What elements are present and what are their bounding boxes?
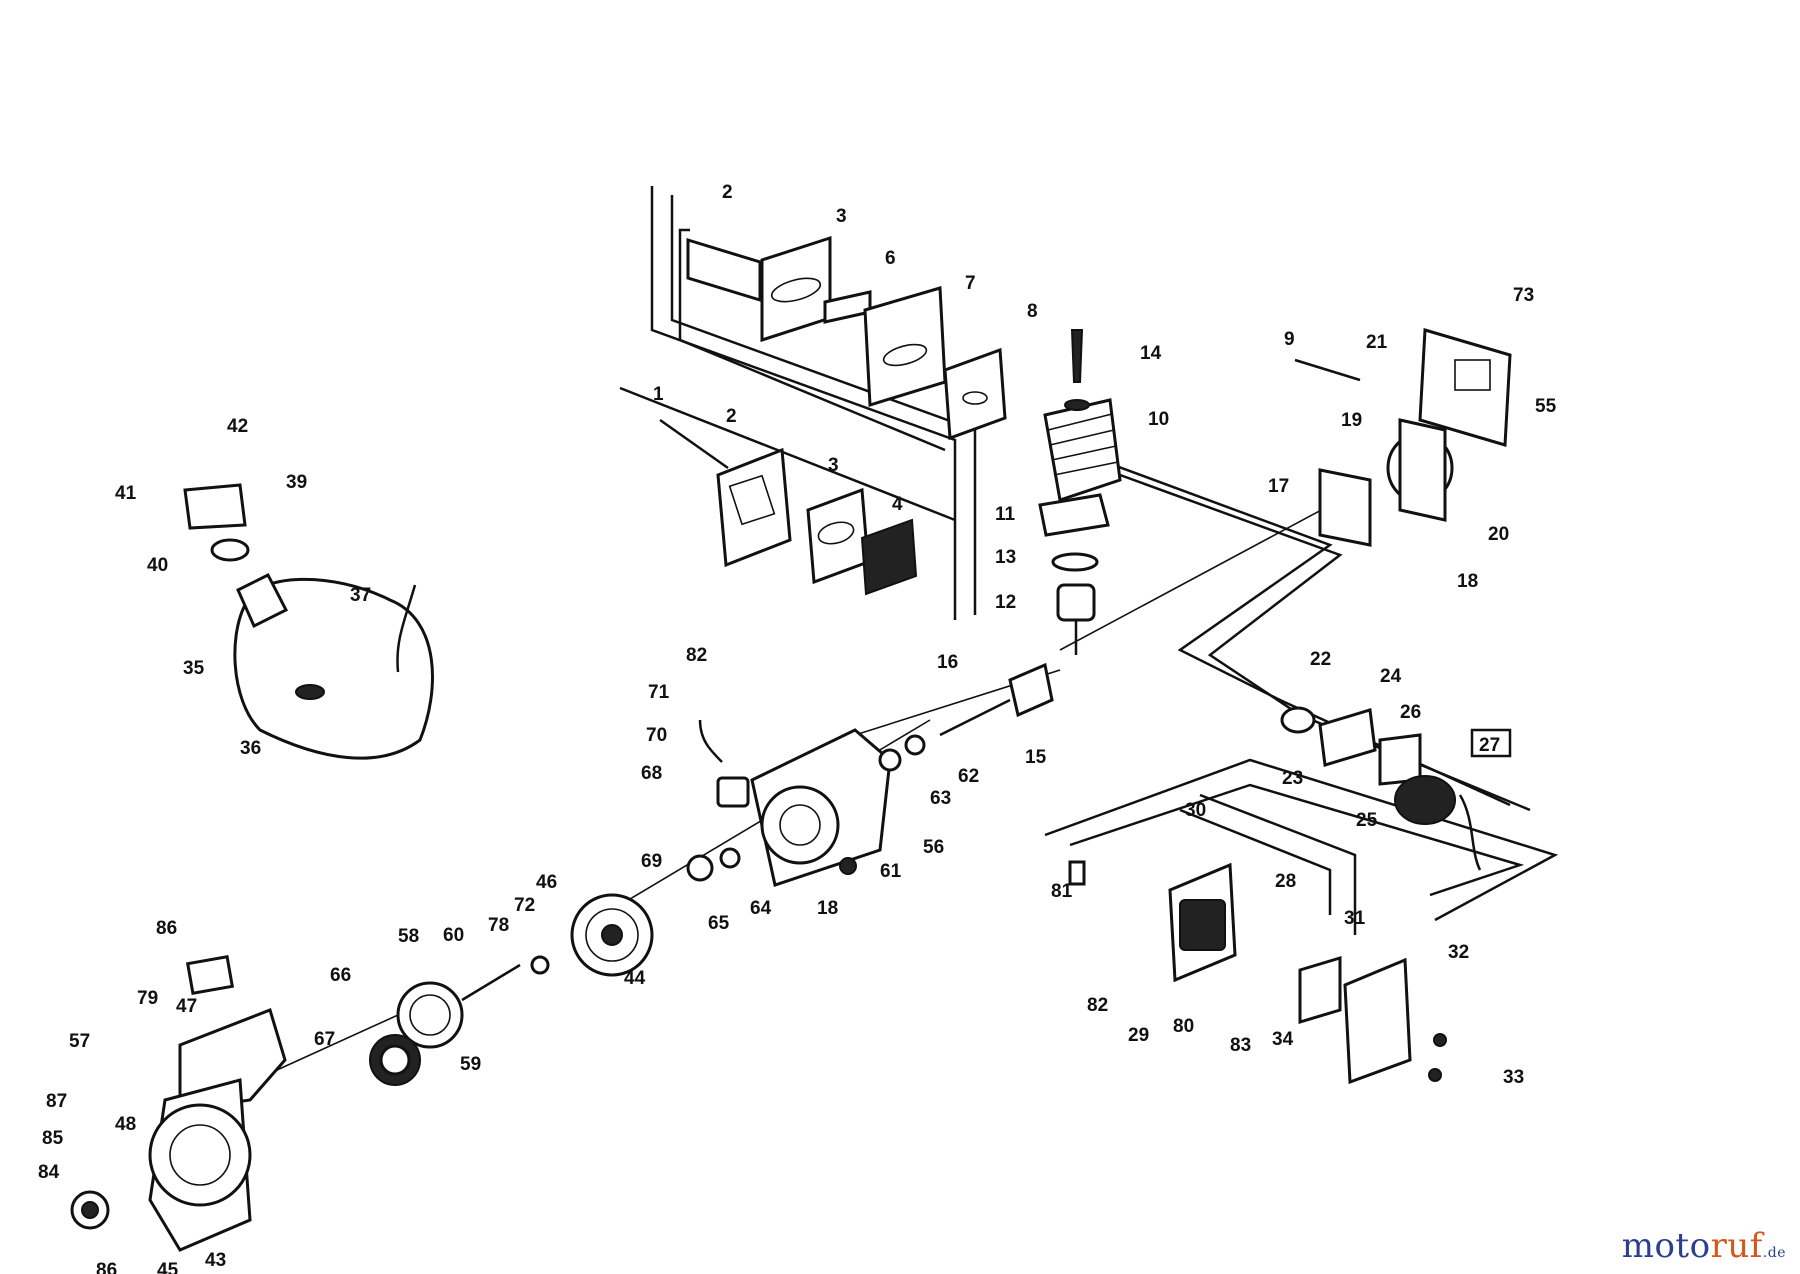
label-80-right: 80: [1173, 1016, 1194, 1037]
label-83: 83: [1230, 1035, 1251, 1056]
label-67: 67: [314, 1029, 335, 1050]
label-43: 43: [205, 1250, 226, 1271]
watermark-suffix: .de: [1762, 1245, 1786, 1261]
label-34: 34: [1272, 1029, 1294, 1050]
label-3-mid: 3: [828, 455, 839, 476]
label-15: 15: [1025, 747, 1047, 768]
label-55: 55: [1535, 396, 1557, 417]
label-56: 56: [923, 837, 944, 858]
label-23: 23: [1282, 768, 1303, 789]
label-4: 4: [892, 494, 903, 515]
label-46: 46: [536, 872, 557, 893]
label-39: 39: [286, 472, 307, 493]
label-73: 73: [1513, 285, 1534, 306]
label-14: 14: [1140, 343, 1162, 364]
label-7: 7: [965, 273, 976, 294]
label-18-right: 18: [1457, 571, 1478, 592]
label-21: 21: [1366, 332, 1388, 353]
label-19: 19: [1341, 410, 1362, 431]
label-28: 28: [1275, 871, 1296, 892]
label-13: 13: [995, 547, 1016, 568]
label-10: 10: [1148, 409, 1169, 430]
label-44: 44: [624, 968, 646, 989]
label-33: 33: [1503, 1067, 1524, 1088]
watermark-brand-a: moto: [1621, 1226, 1711, 1266]
muffler-group: [659, 235, 1007, 596]
label-11: 11: [995, 504, 1016, 525]
label-85: 85: [42, 1128, 64, 1149]
label-48: 48: [115, 1114, 136, 1135]
label-36: 36: [240, 738, 261, 759]
label-8: 8: [1027, 301, 1038, 322]
label-9: 9: [1284, 329, 1295, 350]
label-81: 81: [1051, 881, 1073, 902]
label-32: 32: [1448, 942, 1469, 963]
label-27-box: 27: [1470, 728, 1512, 758]
label-31: 31: [1344, 908, 1366, 929]
label-58: 58: [398, 926, 419, 947]
part-labels: 2 3 6 7 8 14 10 11 13 12 1 2 3 4 9 73 21…: [38, 182, 1557, 1274]
label-16: 16: [937, 652, 958, 673]
watermark-logo: motoruf.de: [1622, 1226, 1786, 1266]
label-79: 79: [137, 988, 158, 1009]
watermark-brand-b: ruf: [1710, 1226, 1763, 1266]
label-41: 41: [115, 483, 137, 504]
ignition-group: [1294, 328, 1512, 547]
label-17: 17: [1268, 476, 1289, 497]
label-78: 78: [488, 915, 509, 936]
label-29: 29: [1128, 1025, 1149, 1046]
label-68: 68: [641, 763, 662, 784]
label-30: 30: [1185, 800, 1206, 821]
label-82-top: 82: [686, 645, 707, 666]
label-47: 47: [176, 996, 197, 1017]
label-86-bottom: 86: [96, 1260, 117, 1274]
fuel-tank-group: [183, 483, 434, 760]
starter-housing-group: [70, 955, 287, 1252]
label-22: 22: [1310, 649, 1331, 670]
label-45: 45: [157, 1260, 179, 1274]
label-57: 57: [69, 1031, 90, 1052]
label-66: 66: [330, 965, 351, 986]
label-27: 27: [1479, 735, 1500, 756]
label-65: 65: [708, 913, 730, 934]
label-2-mid: 2: [726, 406, 737, 427]
label-60-top: 60: [443, 925, 464, 946]
flywheel-group: [369, 893, 654, 1086]
label-42: 42: [227, 416, 248, 437]
label-72: 72: [514, 895, 535, 916]
label-18-mid: 18: [817, 898, 838, 919]
label-59: 59: [460, 1054, 481, 1075]
label-2-top: 2: [722, 182, 733, 203]
label-84: 84: [38, 1162, 60, 1183]
cylinder-group: [939, 329, 1122, 737]
label-40: 40: [147, 555, 168, 576]
label-86-top: 86: [156, 918, 177, 939]
label-87: 87: [46, 1091, 67, 1112]
label-71: 71: [648, 682, 670, 703]
label-61-mid: 61: [880, 861, 902, 882]
label-1: 1: [653, 384, 664, 405]
label-26: 26: [1400, 702, 1421, 723]
crankcase-group: [686, 719, 926, 887]
label-35: 35: [183, 658, 205, 679]
label-70: 70: [646, 725, 667, 746]
label-62: 62: [958, 766, 979, 787]
label-82-right: 82: [1087, 995, 1108, 1016]
label-37: 37: [350, 585, 371, 606]
label-63: 63: [930, 788, 951, 809]
label-25: 25: [1356, 810, 1378, 831]
label-3-top: 3: [836, 206, 847, 227]
carburetor-group: [1068, 706, 1482, 1085]
label-24: 24: [1380, 666, 1402, 687]
label-69: 69: [641, 851, 662, 872]
label-20: 20: [1488, 524, 1509, 545]
label-12: 12: [995, 592, 1016, 613]
label-64: 64: [750, 898, 772, 919]
label-6: 6: [885, 248, 896, 269]
